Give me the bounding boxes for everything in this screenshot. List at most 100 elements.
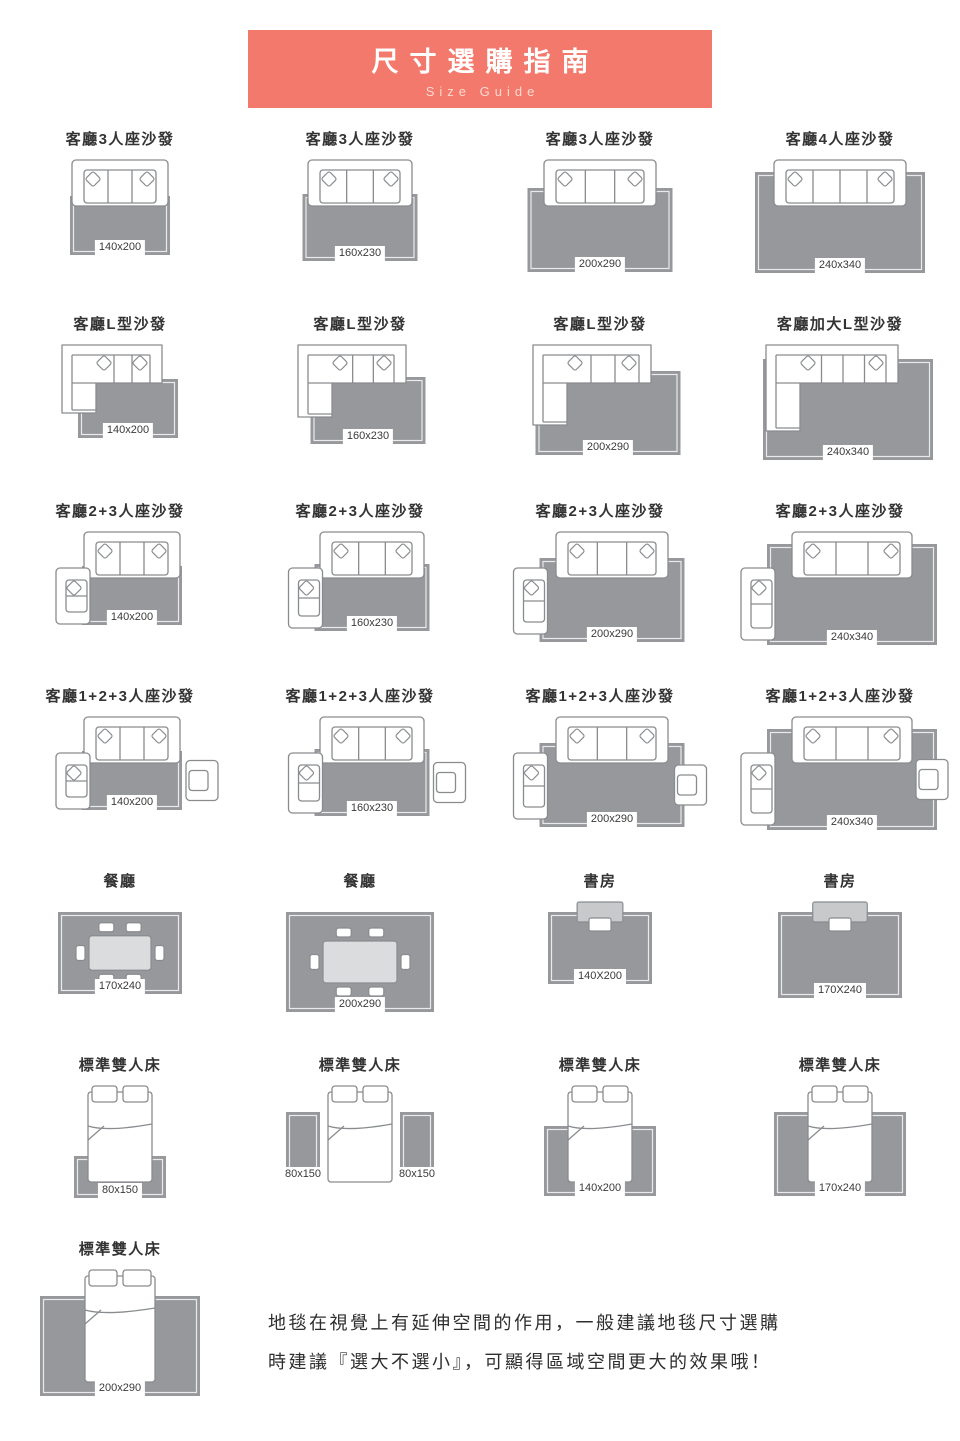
figure-svg xyxy=(70,159,170,255)
guide-cell-study: 書房 140X200 xyxy=(480,872,720,1020)
size-label: 160x230 xyxy=(346,616,398,631)
room-illustration-sofa23: 200x290 xyxy=(490,528,710,648)
size-label: 140x200 xyxy=(102,423,154,438)
guide-cell-dining: 餐廳 170x240 xyxy=(0,872,240,1020)
figure-svg xyxy=(286,912,434,1012)
cell-title: 書房 xyxy=(823,873,857,890)
figure-svg xyxy=(74,1085,166,1198)
guide-cell-sofaL: 客廳L型沙發 160x230 xyxy=(240,315,480,466)
figure-svg xyxy=(287,716,467,816)
size-label: 160x230 xyxy=(342,429,394,444)
size-label: 80x150 xyxy=(97,1183,143,1198)
figure-svg xyxy=(740,531,937,645)
room-illustration-dining: 200x290 xyxy=(250,898,470,1020)
cell-title: 標準雙人床 xyxy=(318,1057,402,1074)
guide-row: 餐廳 170x240 餐廳 200x290 書房 140X200 書房 170X240 xyxy=(0,872,960,1020)
size-label: 200x290 xyxy=(94,1381,146,1396)
figure-svg xyxy=(40,1269,200,1396)
cell-title: 客廳L型沙發 xyxy=(313,316,407,333)
cell-title: 餐廳 xyxy=(103,873,137,890)
page-title: 尺寸選購指南 xyxy=(371,46,600,77)
note-line: 地毯在視覺上有延伸空間的作用，一般建議地毯尺寸選購 xyxy=(268,1313,781,1333)
size-label: 140x200 xyxy=(106,610,158,625)
cell-title: 書房 xyxy=(583,873,617,890)
guide-cell-sofa23: 客廳2+3人座沙發 200x290 xyxy=(480,502,720,651)
size-label: 200x290 xyxy=(586,812,638,827)
figure-svg xyxy=(287,531,430,631)
room-illustration-sofa3: 200x290 xyxy=(490,156,710,278)
guide-cell-bedUnder: 標準雙人床 170x240 xyxy=(720,1056,960,1204)
room-illustration-sofaL: 140x200 xyxy=(10,341,230,444)
room-illustration-sofa3: 140x200 xyxy=(10,156,230,261)
size-label: 200x290 xyxy=(574,257,626,272)
room-illustration-bedFoot: 80x150 xyxy=(10,1082,230,1204)
cell-title: 客廳2+3人座沙發 xyxy=(775,503,905,520)
cell-title: 客廳3人座沙發 xyxy=(65,131,175,148)
room-illustration-sofa4: 240x340 xyxy=(730,156,950,279)
size-label: 240x340 xyxy=(814,258,866,273)
room-illustration-sofa123: 140x200 xyxy=(10,713,230,816)
guide-cell-sofaL: 客廳L型沙發 140x200 xyxy=(0,315,240,466)
room-illustration-sofaL: 200x290 xyxy=(490,341,710,461)
cell-title: 客廳3人座沙發 xyxy=(305,131,415,148)
figure-svg xyxy=(755,159,925,273)
figure-svg xyxy=(61,344,178,438)
guide-cell-sofa23: 客廳2+3人座沙發 160x230 xyxy=(240,502,480,651)
cell-title: 客廳L型沙發 xyxy=(73,316,167,333)
cell-title: 客廳1+2+3人座沙發 xyxy=(45,688,195,705)
room-illustration-bedUnder: 170x240 xyxy=(730,1082,950,1202)
cell-title: 客廳2+3人座沙發 xyxy=(535,503,665,520)
room-illustration-sofa123: 240x340 xyxy=(730,713,950,836)
figure-svg xyxy=(763,344,933,460)
figure-svg xyxy=(778,901,902,998)
cell-title: 標準雙人床 xyxy=(78,1241,162,1258)
room-illustration-sofa123: 200x290 xyxy=(490,713,710,833)
size-label: 80x150 xyxy=(394,1167,440,1182)
cell-title: 客廳1+2+3人座沙發 xyxy=(765,688,915,705)
room-illustration-sofa23: 240x340 xyxy=(730,528,950,651)
note-line: 時建議『選大不選小』，可顯得區域空間更大的效果哦！ xyxy=(268,1351,772,1372)
room-illustration-bedUnder: 140x200 xyxy=(490,1082,710,1202)
size-label: 140X200 xyxy=(573,969,627,984)
guide-cell-sofa23: 客廳2+3人座沙發 240x340 xyxy=(720,502,960,651)
guide-cell-bedLarge: 標準雙人床 200x290 xyxy=(0,1240,240,1402)
room-illustration-sofa23: 160x230 xyxy=(250,528,470,637)
figure-svg xyxy=(297,344,426,444)
size-label: 170X240 xyxy=(813,983,867,998)
size-label: 200x290 xyxy=(586,627,638,642)
cell-title: 餐廳 xyxy=(343,873,377,890)
guide-cell-study: 書房 170X240 xyxy=(720,872,960,1020)
cell-title: 客廳1+2+3人座沙發 xyxy=(525,688,675,705)
room-illustration-sofa123: 160x230 xyxy=(250,713,470,822)
cell-title: 客廳L型沙發 xyxy=(553,316,647,333)
room-illustration-bedLarge: 200x290 xyxy=(10,1266,230,1402)
room-illustration-sofaL: 240x340 xyxy=(730,341,950,466)
size-label: 80x150 xyxy=(280,1167,326,1182)
size-label: 240x340 xyxy=(826,815,878,830)
size-label: 160x230 xyxy=(334,246,386,261)
size-label: 170x240 xyxy=(814,1181,866,1196)
guide-cell-dining: 餐廳 200x290 xyxy=(240,872,480,1020)
figure-svg xyxy=(532,344,681,455)
figure-svg xyxy=(527,159,673,272)
cell-title: 客廳1+2+3人座沙發 xyxy=(285,688,435,705)
advice-note: 地毯在視覺上有延伸空間的作用，一般建議地毯尺寸選購時建議『選大不選小』，可顯得區… xyxy=(268,1304,781,1402)
room-illustration-sofa23: 140x200 xyxy=(10,528,230,631)
page-subtitle: Size Guide xyxy=(425,83,540,99)
guide-cell-sofa123: 客廳1+2+3人座沙發 160x230 xyxy=(240,687,480,836)
room-illustration-dining: 170x240 xyxy=(10,898,230,1002)
cell-title: 客廳2+3人座沙發 xyxy=(295,503,425,520)
room-illustration-study: 170X240 xyxy=(730,898,950,1006)
guide-cell-sofa123: 客廳1+2+3人座沙發 140x200 xyxy=(0,687,240,836)
room-illustration-study: 140X200 xyxy=(490,898,710,992)
cell-title: 標準雙人床 xyxy=(798,1057,882,1074)
